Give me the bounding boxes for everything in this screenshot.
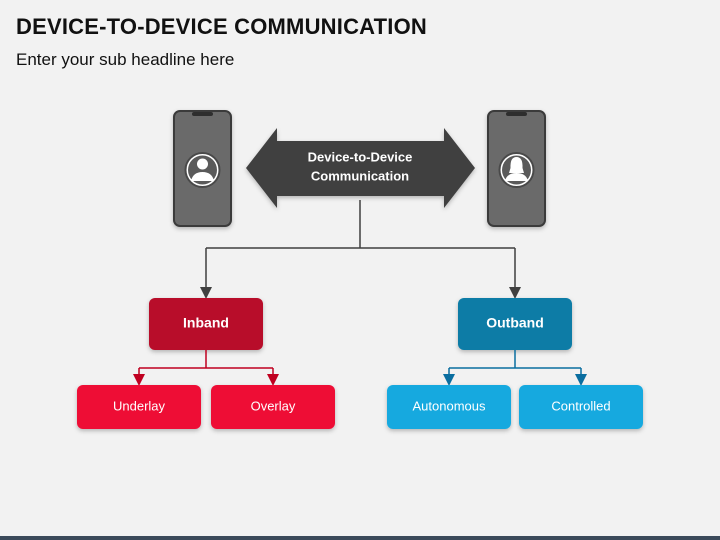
bottom-bar: [0, 536, 720, 540]
underlay-node: [77, 385, 201, 429]
d2d-double-arrow: [246, 128, 475, 208]
arrow-label-line1: Device-to-Device: [308, 149, 413, 164]
female-user-icon: [502, 155, 531, 185]
arrow-label-line2: Communication: [311, 168, 409, 183]
autonomous-node: [387, 385, 511, 429]
outband-label: Outband: [486, 315, 544, 331]
inband-node: [149, 298, 263, 350]
inband-label: Inband: [183, 315, 229, 331]
controlled-label: Controlled: [551, 398, 610, 413]
overlay-node: [211, 385, 335, 429]
controlled-node: [519, 385, 643, 429]
outband-node: [458, 298, 572, 350]
overlay-label: Overlay: [251, 398, 296, 413]
page-subtitle: Enter your sub headline here: [16, 50, 235, 69]
outband-connector: [443, 350, 587, 386]
inband-connector: [133, 350, 279, 386]
male-user-icon: [188, 155, 217, 185]
autonomous-label: Autonomous: [413, 398, 486, 413]
page-title: DEVICE-TO-DEVICE COMMUNICATION: [16, 14, 427, 39]
underlay-label: Underlay: [113, 398, 166, 413]
main-connector: [200, 200, 521, 299]
